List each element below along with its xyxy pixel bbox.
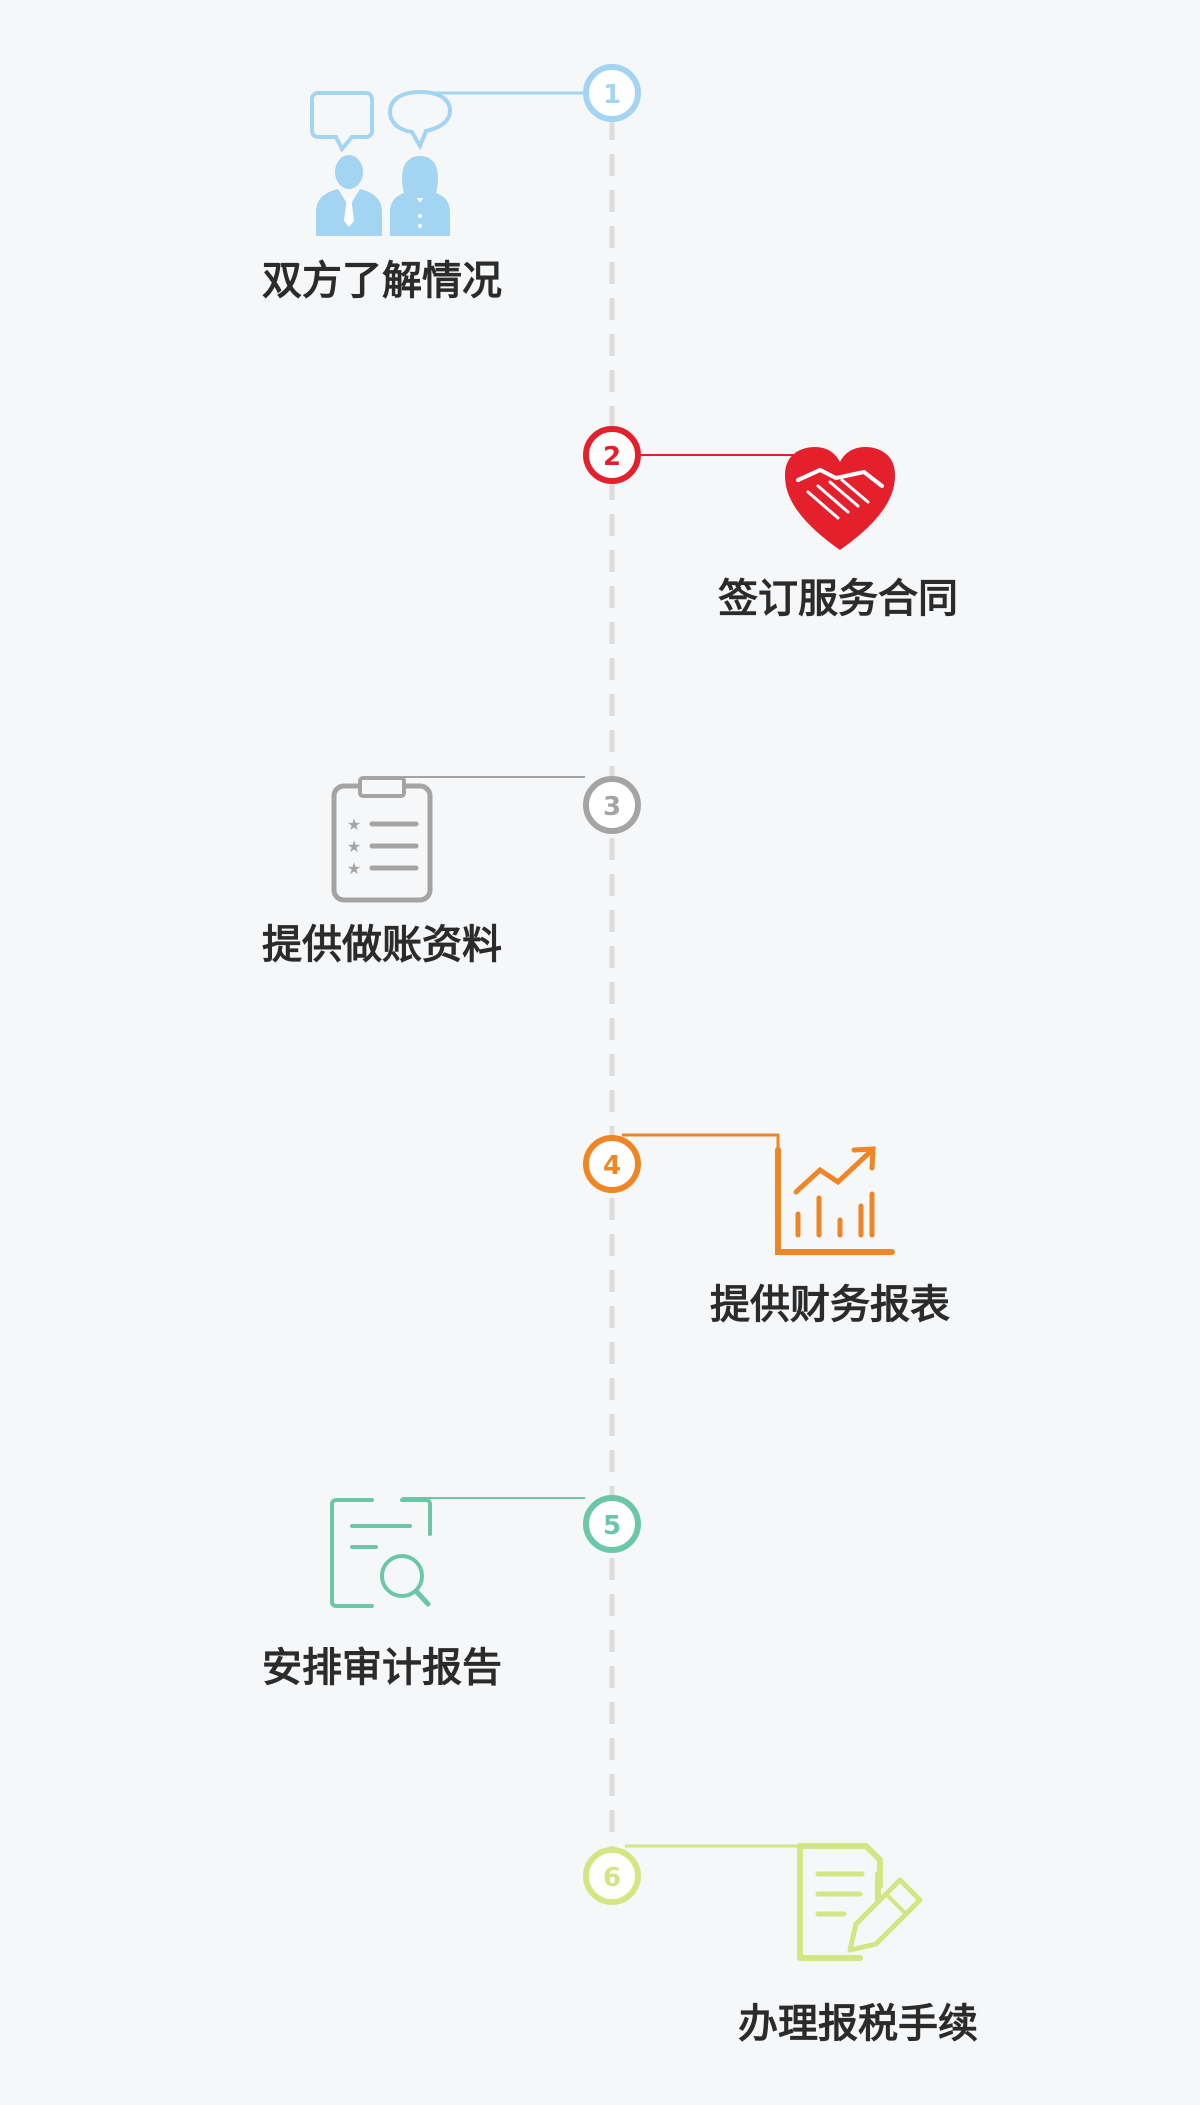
step-number-6: 6 <box>603 1863 621 1893</box>
step-label-4: 提供财务报表 <box>710 1282 950 1328</box>
svg-text:★: ★ <box>347 859 361 878</box>
step-label-1: 双方了解情况 <box>262 258 502 304</box>
step-number-2: 2 <box>603 442 621 472</box>
step-circle-1: 1 <box>583 64 641 122</box>
step-label-3: 提供做账资料 <box>262 922 502 968</box>
step-number-1: 1 <box>603 80 621 110</box>
step-circle-2: 2 <box>583 426 641 484</box>
step-number-4: 4 <box>603 1151 621 1181</box>
document-edit-icon <box>797 1843 923 1961</box>
step-label-5: 安排审计报告 <box>262 1645 502 1691</box>
connector-4 <box>622 1133 780 1150</box>
step-circle-5: 5 <box>583 1495 641 1553</box>
document-search-icon <box>330 1498 432 1608</box>
step-number-5: 5 <box>603 1511 621 1541</box>
step-number-3: 3 <box>603 792 621 822</box>
svg-text:★: ★ <box>347 837 361 856</box>
step-circle-6: 6 <box>583 1847 641 1905</box>
handshake-heart-icon <box>785 447 895 550</box>
step-label-6: 办理报税手续 <box>738 2001 978 2047</box>
step-label-2: 签订服务合同 <box>718 576 958 622</box>
step-circle-4: 4 <box>583 1135 641 1193</box>
growth-chart-icon <box>775 1146 895 1255</box>
svg-text:★: ★ <box>347 815 361 834</box>
clipboard-list-icon: ★ ★ ★ <box>331 776 433 903</box>
people-chat-icon <box>310 89 453 236</box>
step-circle-3: 3 <box>583 776 641 834</box>
